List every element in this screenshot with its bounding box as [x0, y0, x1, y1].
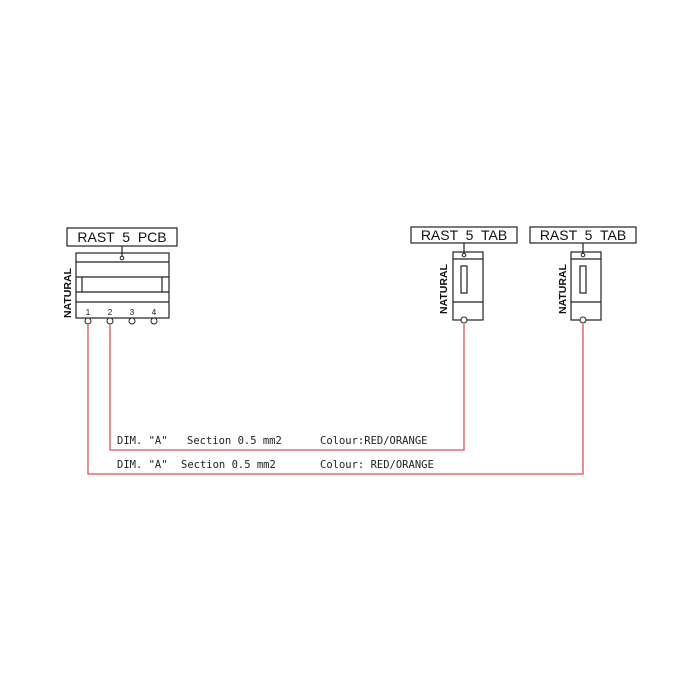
tab2-label: RAST 5 TAB: [540, 227, 626, 243]
wire1-colour: Colour:RED/ORANGE: [320, 435, 427, 447]
pin-4: [150, 317, 158, 325]
wire1-dim: DIM. "A": [117, 435, 168, 447]
pcb-material-label: NATURAL: [62, 267, 74, 318]
pin-1: [84, 317, 92, 325]
pin-2: [106, 317, 114, 325]
pcb-connector: RAST 5 PCB NATURAL 1 2 3 4: [62, 227, 178, 325]
tab1-material-label: NATURAL: [438, 263, 450, 314]
tab2-material-label: NATURAL: [557, 263, 569, 314]
pin-number: 1: [86, 308, 91, 317]
wire2-colour: Colour: RED/ORANGE: [320, 459, 434, 471]
wire1-section: Section 0.5 mm2: [187, 435, 282, 447]
tab-connector-1: RAST 5 TAB NATURAL: [410, 226, 518, 324]
pin-3: [128, 317, 136, 325]
wire-pin1-to-tab2: [87, 324, 584, 475]
wire2-section: Section 0.5 mm2: [181, 459, 276, 471]
wire2-dim: DIM. "A": [117, 459, 168, 471]
pcb-body: [75, 252, 170, 319]
pcb-label: RAST 5 PCB: [77, 229, 166, 245]
tab-connector-2: RAST 5 TAB NATURAL: [529, 226, 637, 324]
tab1-label: RAST 5 TAB: [421, 227, 507, 243]
pin-number: 2: [108, 308, 113, 317]
wire-pin2-to-tab1: [109, 324, 465, 451]
pin-number: 3: [130, 308, 135, 317]
pin-number: 4: [152, 308, 157, 317]
